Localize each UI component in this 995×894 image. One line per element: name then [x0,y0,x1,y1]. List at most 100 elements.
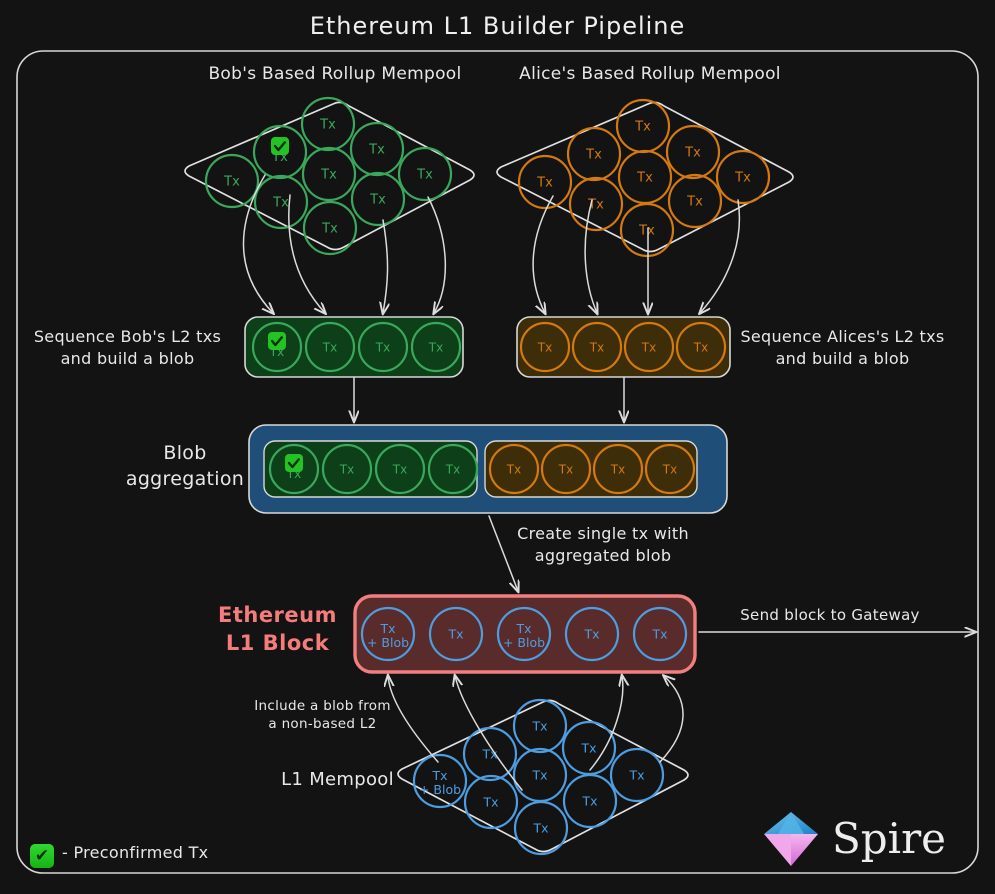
blob-label: + Blob [503,635,545,650]
blob-label: + Blob [419,782,461,797]
tx-label: Tx [686,195,703,210]
tx-label: Tx [684,146,701,161]
tx-label: Tx [339,463,354,477]
tx-label: Tx [734,171,751,186]
tx-label: Tx [587,198,604,213]
check-glyph-icon [273,141,286,152]
bob-mempool-tx-1: Tx [204,153,260,209]
tx-label: Tx [531,768,547,783]
tx-label: Tx [379,621,395,636]
tx-label: Tx [482,795,498,810]
tx-label: Tx [693,341,708,355]
tx-label: Tx [580,741,596,756]
send-block-to-gateway-label: Send block to Gateway [740,606,920,624]
check-glyph-icon [270,336,283,347]
spire-logo: Spire [760,808,946,870]
tx-label: Tx [445,463,460,477]
tx-label: Tx [431,768,447,783]
tx-label: Tx [322,341,337,355]
tx-label: Tx [515,621,531,636]
tx-label: Tx [651,627,667,642]
alice-mempool-tx-6: Tx [665,124,721,180]
alice-blob-tx-3: Tx [623,321,675,373]
l1-block-tx-3: Tx+ Blob [496,606,552,662]
l1-block-tx-1: Tx+ Blob [360,606,416,662]
agg-green-tx-3: Tx [374,443,426,495]
alice-mempool-label: Alice's Based Rollup Mempool [519,64,781,84]
tx-label: Tx [583,627,599,642]
bob-mempool-tx-8: Tx [350,171,406,227]
bob-mempool-label: Bob's Based Rollup Mempool [208,64,462,84]
l1-mempool-diamond [397,699,689,853]
preconfirmed-checkmark-icon: ✔ [30,844,54,868]
tx-label: Tx [610,463,625,477]
tx-label: Tx [447,627,463,642]
l1-mempool-tx-3: Tx [512,698,568,754]
l1-mempool-tx-8: Tx [562,773,618,829]
l1-mempool-tx-9: Tx [609,747,665,803]
blob-label: + Blob [367,635,409,650]
preconfirmed-badge-icon [268,332,286,350]
tx-label: Tx [319,118,336,133]
tx-label: Tx [638,224,655,239]
tx-label: Tx [536,176,553,191]
l1-block-tx-4: Tx [564,606,620,662]
tx-label: Tx [223,175,240,190]
l1-mempool-tx-7: Tx [513,800,569,856]
alice-mempool-tx-2: Tx [566,126,622,182]
alice-mempool-tx-4: Tx [568,176,624,232]
l1-mempool-tx-6: Tx [561,720,617,776]
agg-green-tx-2: Tx [321,443,373,495]
tx-label: Tx [581,794,597,809]
tx-label: Tx [272,196,289,211]
create-single-tx-label: Create single tx with aggregated blob [517,524,689,565]
alice-mempool-tx-3: Tx [615,98,671,154]
alice-blob-tx-1: Tx [519,321,571,373]
tx-label: Tx [636,171,653,186]
alice-mempool-tx-5: Tx [617,149,673,205]
agg-orange-tx-1: Tx [488,443,540,495]
agg-orange-tx-3: Tx [592,443,644,495]
alice-mempool-diamond [496,101,794,253]
agg-green-tx-4: Tx [427,443,479,495]
ethereum-l1-block-label: Ethereum L1 Block [217,603,337,656]
tx-label: Tx [368,143,385,158]
alice-mempool-tx-7: Tx [619,202,675,258]
tx-label: Tx [558,463,573,477]
bob-blob-tx-1: Tx [251,321,303,373]
bob-mempool-tx-3: Tx [300,96,356,152]
bob-mempool-tx-9: Tx [397,146,453,202]
l1-mempool-tx-2: Tx [462,726,518,782]
alice-blob-tx-2: Tx [571,321,623,373]
sequence-alice-label: Sequence Alices's L2 txs and build a blo… [740,327,945,368]
bob-mempool-tx-4: Tx [253,174,309,230]
preconfirmed-badge-icon [285,454,303,472]
include-blob-label: Include a blob from a non-based L2 [254,698,391,733]
sequence-bob-label: Sequence Bob's L2 txs and build a blob [33,327,222,368]
tx-label: Tx [392,463,407,477]
l1-mempool-label: L1 Mempool [281,769,394,790]
tx-label: Tx [531,719,547,734]
l1-mempool-tx-5: Tx [512,747,568,803]
bob-mempool-tx-5: Tx [301,146,357,202]
outer-frame [16,50,979,874]
page-title: Ethereum L1 Builder Pipeline [309,12,686,40]
tx-label: Tx [320,168,337,183]
tx-label: Tx [641,341,656,355]
tx-label: Tx [428,341,443,355]
l1-block-tx-5: Tx [632,606,688,662]
check-glyph-icon [287,458,300,469]
alice-blob-box [516,316,731,378]
l1-block-tx-2: Tx [428,606,484,662]
legend-label: - Preconfirmed Tx [62,843,209,862]
l1-mempool-tx-4: Tx [463,774,519,830]
tx-label: Tx [589,341,604,355]
agg-green-tx-1: Tx [268,443,320,495]
bob-blob-tx-3: Tx [357,321,409,373]
spire-wordmark: Spire [832,814,947,863]
alice-blob-tx-4: Tx [675,321,727,373]
spire-gem-icon [764,812,818,866]
tx-label: Tx [481,747,497,762]
bob-mempool-tx-2: Tx [252,124,308,180]
tx-label: Tx [634,120,651,135]
